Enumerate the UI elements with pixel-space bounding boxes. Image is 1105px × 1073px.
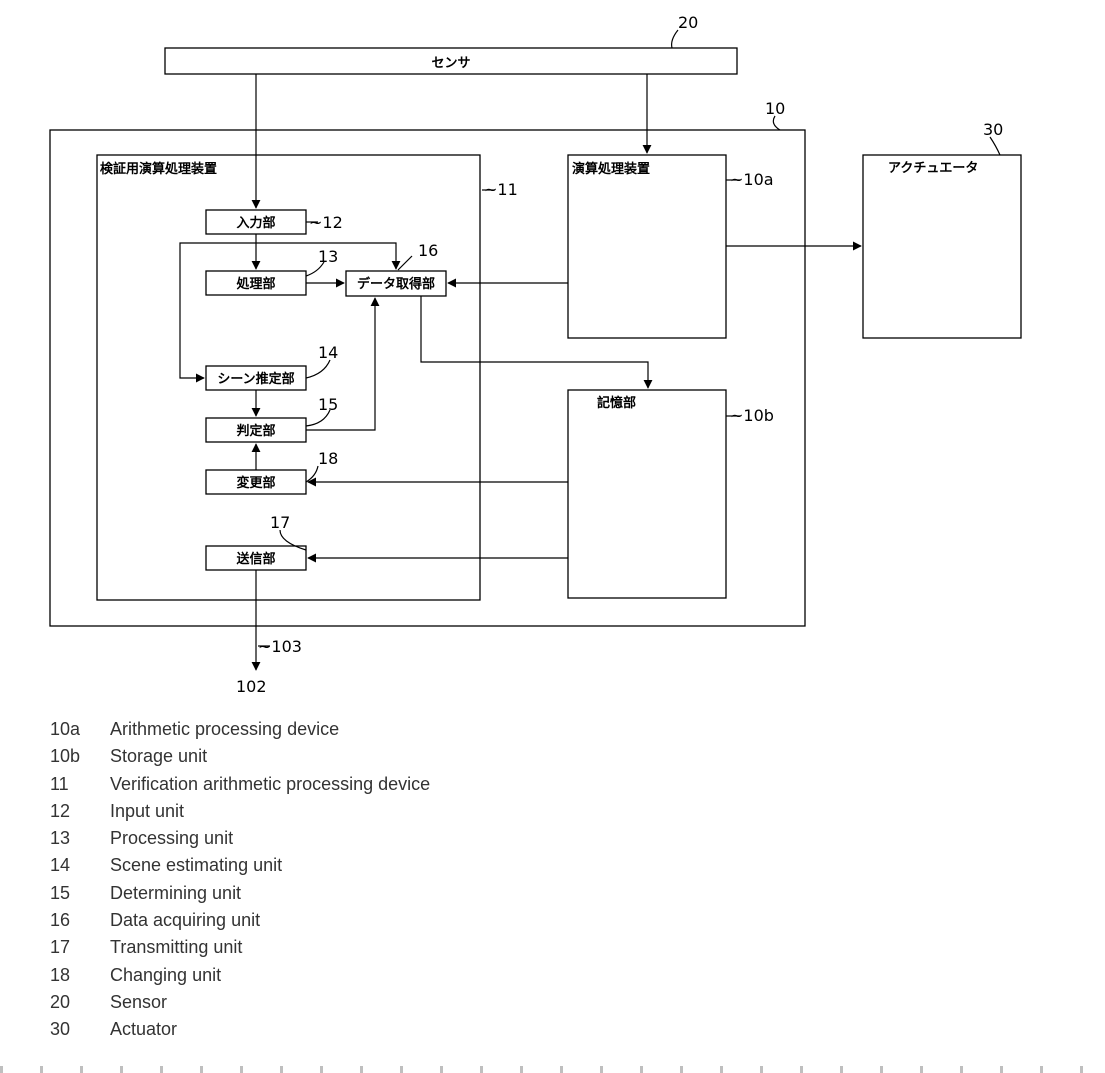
verification-device-label: 検証用演算処理装置 — [100, 161, 217, 177]
legend-item: 10bStorage unit — [50, 743, 430, 770]
data-acq-to-storage-arrow — [421, 296, 648, 388]
actuator-label: アクチュエータ — [888, 161, 978, 176]
data-acquiring-unit-label: データ取得部 — [357, 276, 435, 292]
scene-estimating-unit-label: シーン推定部 — [217, 371, 294, 387]
block-diagram: センサ 検証用演算処理装置 演算処理装置 アクチュエータ 記憶部 入力部 処理部… — [0, 0, 1105, 710]
legend-item: 20Sensor — [50, 989, 430, 1016]
ref-14: 14 — [318, 343, 338, 362]
sensor-label: センサ — [431, 56, 470, 71]
connections — [180, 30, 1000, 670]
ref-17: 17 — [270, 513, 290, 532]
legend-item: 13Processing unit — [50, 825, 430, 852]
ref-10a: ~10a — [730, 170, 774, 189]
ref-11: ~11 — [484, 180, 518, 199]
cropped-text-line — [0, 1066, 1105, 1073]
legend-item: 30Actuator — [50, 1016, 430, 1043]
ref-15: 15 — [318, 395, 338, 414]
legend-item: 16Data acquiring unit — [50, 907, 430, 934]
changing-unit-label: 変更部 — [236, 475, 275, 491]
legend-item: 17Transmitting unit — [50, 934, 430, 961]
storage-label: 記憶部 — [597, 395, 636, 411]
ref-12: ~12 — [309, 213, 343, 232]
input-unit-label: 入力部 — [236, 215, 275, 231]
legend-item: 15Determining unit — [50, 880, 430, 907]
ref-10: 10 — [765, 99, 785, 118]
ref-13: 13 — [318, 247, 338, 266]
ref-102: 102 — [236, 677, 267, 696]
determining-unit-label: 判定部 — [236, 423, 275, 439]
processing-unit-label: 処理部 — [235, 276, 275, 292]
actuator-box — [863, 155, 1021, 338]
transmitting-unit-label: 送信部 — [235, 551, 275, 567]
legend-item: 12Input unit — [50, 798, 430, 825]
legend-list: 10aArithmetic processing device 10bStora… — [50, 716, 430, 1044]
ref-16: 16 — [418, 241, 438, 260]
ref-103: ~103 — [258, 637, 302, 656]
ref-30: 30 — [983, 120, 1003, 139]
device-10-box — [50, 130, 805, 626]
ref-18: 18 — [318, 449, 338, 468]
storage-box — [568, 390, 726, 598]
determining-to-data-acq-arrow — [306, 298, 375, 430]
legend-item: 10aArithmetic processing device — [50, 716, 430, 743]
ref-20: 20 — [678, 13, 698, 32]
ref-10b: ~10b — [730, 406, 774, 425]
legend-item: 11Verification arithmetic processing dev… — [50, 771, 430, 798]
arithmetic-device-label: 演算処理装置 — [572, 161, 650, 177]
loop-line — [180, 243, 256, 378]
legend-item: 18Changing unit — [50, 962, 430, 989]
arithmetic-device-box — [568, 155, 726, 338]
legend-item: 14Scene estimating unit — [50, 852, 430, 879]
